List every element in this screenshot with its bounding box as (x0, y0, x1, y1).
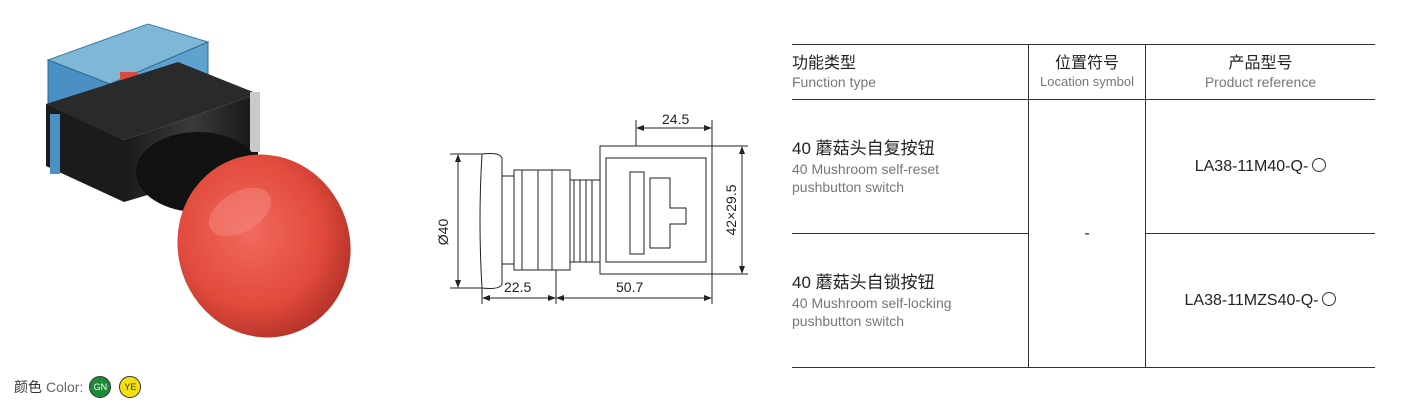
header-location-symbol-en: Location symbol (1040, 74, 1134, 89)
header-product-reference-en: Product reference (1204, 74, 1317, 90)
product-photo (46, 23, 351, 338)
product-reference-cell: LA38-11M40-Q- (1145, 99, 1375, 234)
location-symbol-cell: - (1028, 99, 1146, 368)
table-header-row: 功能类型 Function type 位置符号 Location symbol … (792, 44, 1375, 100)
function-en-line1: 40 Mushroom self-locking (792, 294, 952, 311)
header-product-reference-cn: 产品型号 (1228, 55, 1293, 72)
function-cn: 40 蘑菇头自锁按钮 (792, 272, 935, 292)
circle-placeholder-icon (1312, 157, 1327, 172)
dim-top-label: 24.5 (662, 111, 689, 127)
spec-table: 功能类型 Function type 位置符号 Location symbol … (792, 44, 1375, 368)
header-function-type-en: Function type (792, 74, 877, 90)
function-en-line2: pushbutton switch (792, 312, 905, 329)
function-cn: 40 蘑菇头自复按钮 (792, 138, 935, 158)
color-label-cn: 颜色 (14, 379, 42, 395)
product-reference: LA38-11M40-Q- (1194, 157, 1309, 175)
function-en-line2: pushbutton switch (792, 178, 905, 195)
dimension-drawing: 24.5 Ø40 42×29.5 22.5 50.7 (435, 111, 748, 304)
product-reference: LA38-11MZS40-Q- (1184, 291, 1319, 309)
dim-side-label: 42×29.5 (723, 184, 739, 235)
table-row: 40 蘑菇头自锁按钮 40 Mushroom self-locking push… (792, 233, 1375, 368)
circle-placeholder-icon (1322, 291, 1337, 306)
product-reference-cell: LA38-11MZS40-Q- (1145, 233, 1375, 368)
header-location-symbol: 位置符号 Location symbol (1028, 44, 1146, 100)
color-swatch-ye: YE (119, 376, 142, 398)
dim-diameter-label: Ø40 (435, 219, 451, 246)
table-row: 40 蘑菇头自复按钮 40 Mushroom self-reset pushbu… (792, 99, 1375, 368)
dim-head-label: 22.5 (504, 279, 531, 295)
header-location-symbol-cn: 位置符号 (1054, 55, 1119, 72)
function-en-line1: 40 Mushroom self-reset (792, 160, 940, 177)
header-function-type-cn: 功能类型 (792, 55, 857, 72)
dim-length-label: 50.7 (616, 279, 643, 295)
function-cell: 40 蘑菇头自锁按钮 40 Mushroom self-locking push… (792, 234, 1029, 368)
header-product-reference: 产品型号 Product reference (1145, 44, 1375, 100)
color-options: 颜色 Color: GN YE (14, 374, 149, 400)
header-function-type: 功能类型 Function type (792, 45, 1029, 100)
color-label-en: Color: (46, 379, 84, 395)
color-swatch-gn: GN (89, 376, 112, 398)
function-cell: 40 蘑菇头自复按钮 40 Mushroom self-reset pushbu… (792, 100, 1029, 234)
